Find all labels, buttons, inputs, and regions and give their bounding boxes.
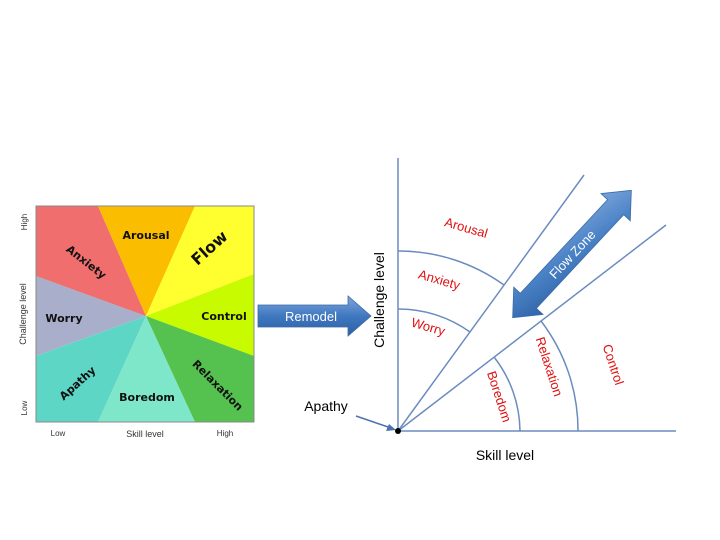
y-axis-low-label: Low [20, 400, 29, 415]
region-boredom: Boredom [484, 369, 515, 424]
right-x-axis-label: Skill level [476, 447, 534, 463]
label-arousal: Arousal [122, 229, 169, 242]
region-anxiety: Anxiety [417, 267, 463, 293]
apathy-pointer-line [355, 415, 392, 429]
x-axis-low-label: Low [51, 429, 66, 438]
x-axis-high-label: High [217, 429, 233, 438]
right-y-axis-label: Challenge level [371, 252, 387, 348]
y-axis-label: Challenge level [18, 283, 28, 345]
region-arousal: Arousal [443, 214, 490, 241]
segment-worry [36, 276, 146, 356]
flow-zone-double-arrow: Flow Zone [512, 189, 632, 319]
remodel-arrow: Remodel [257, 295, 372, 337]
arc-boredom-relaxation [493, 356, 521, 432]
segment-anxiety-fill [36, 206, 146, 316]
label-boredom: Boredom [119, 391, 175, 404]
segment-boredom [98, 316, 195, 422]
x-axis-label: Skill level [126, 429, 164, 439]
segment-flow [146, 206, 254, 316]
region-relaxation: Relaxation [533, 335, 566, 398]
y-axis-high-label: High [20, 214, 29, 230]
arc-relaxation-control [540, 320, 579, 432]
apathy-pointer-head [386, 424, 396, 431]
remodel-arrow-shape [257, 295, 372, 337]
region-control: Control [600, 342, 627, 387]
flow-zone-arrow-shape [512, 189, 632, 319]
upper-flow-boundary [397, 174, 585, 432]
arc-worry-anxiety [397, 308, 471, 333]
flow-model-octant-diagram: Arousal Flow Anxiety Worry Control Apath… [18, 205, 255, 439]
segment-apathy [36, 316, 146, 422]
apathy-label: Apathy [304, 398, 348, 414]
region-worry: Worry [410, 315, 448, 339]
remodel-label: Remodel [285, 309, 337, 324]
octant-frame [35, 205, 255, 423]
segment-relaxation [146, 316, 254, 422]
arc-anxiety-arousal [397, 250, 505, 286]
flow-zone-label: Flow Zone [546, 227, 598, 282]
lower-flow-boundary [397, 224, 667, 432]
segment-arousal [98, 206, 195, 316]
label-control: Control [201, 310, 246, 323]
segment-control [146, 274, 254, 356]
origin-dot [395, 428, 401, 434]
label-worry: Worry [45, 312, 82, 325]
